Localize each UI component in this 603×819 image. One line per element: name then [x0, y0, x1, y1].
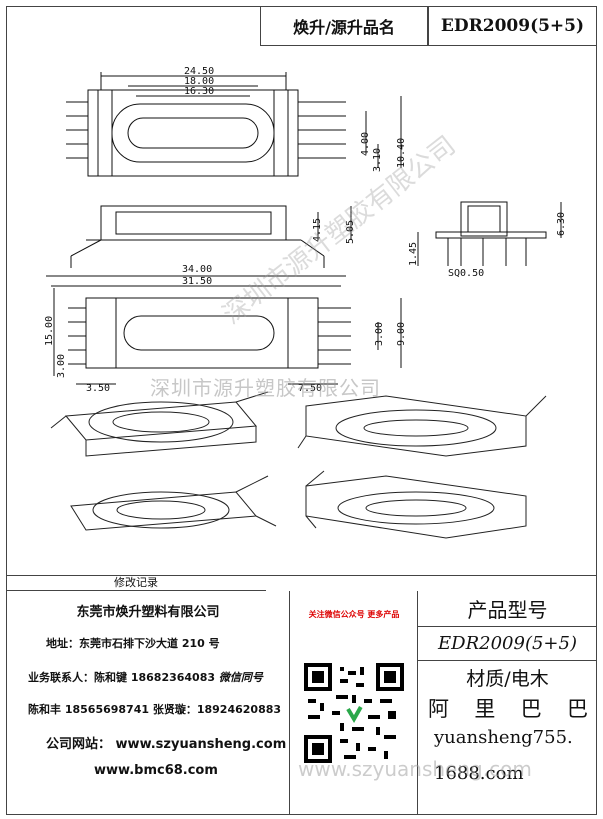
alibaba-label: 阿 里 巴 巴 — [428, 693, 588, 723]
footer-qr-block: 关注微信公众号 更多产品 — [290, 591, 418, 815]
website-label: 公司网站： — [46, 737, 112, 752]
technical-drawing: 24.50 18.00 16.30 4.00 10.40 3.10 4.15 5… — [44, 66, 567, 539]
dim-bottom-k: 34.00 — [182, 264, 212, 275]
front-view — [70, 205, 352, 268]
dim-top-a: 24.50 — [184, 66, 214, 77]
contact-1-text: 业务联系人：陈和键 18682364083 — [28, 671, 216, 684]
alibaba-char-4: 巴 — [566, 697, 588, 721]
dim-side-i: 6.30 — [556, 212, 567, 236]
product-name-label: 焕升/源升品名 — [260, 6, 428, 46]
dim-bottom-o: 3.00 — [374, 322, 385, 346]
address: 地址：东莞市石排下沙大道 210 号 — [46, 637, 220, 650]
dim-bottom-n: 9.00 — [396, 322, 407, 346]
contact-1-note: 微信同号 — [218, 671, 263, 684]
isometric-views — [50, 391, 547, 539]
material: 材质/电木 — [466, 667, 549, 690]
wechat-note: 关注微信公众号 更多产品 — [308, 610, 400, 619]
revision-record-label: 修改记录 — [6, 575, 266, 591]
qr-code-icon — [304, 663, 404, 763]
dim-top-e: 10.40 — [396, 138, 407, 168]
alibaba-char-3: 巴 — [520, 697, 542, 721]
website-link-2[interactable]: www.bmc68.com — [94, 763, 218, 778]
shop-url-line-2[interactable]: 1688.com — [434, 763, 524, 784]
contact-1: 业务联系人：陈和键 18682364083 微信同号 — [28, 669, 263, 685]
watermark-footer: www.szyuansheng.com — [298, 757, 532, 781]
dim-bottom-p: 3.00 — [56, 354, 67, 378]
revision-divider — [266, 575, 597, 576]
footer-company-block: 东莞市焕升塑料有限公司 地址：东莞市石排下沙大道 210 号 业务联系人：陈和键… — [6, 591, 290, 815]
bottom-view — [46, 275, 402, 385]
dim-top-d: 4.00 — [360, 132, 371, 156]
product-type-label: 产品型号 — [418, 591, 597, 627]
dim-front-g: 4.15 — [312, 218, 323, 242]
dim-side-j: 1.45 — [408, 242, 419, 266]
dim-top-b: 18.00 — [184, 76, 214, 87]
product-type-value: EDR2009(5+5) — [418, 627, 597, 661]
top-view — [66, 72, 402, 177]
dim-bottom-l: 31.50 — [182, 276, 212, 287]
website-link[interactable]: www.szyuansheng.com — [115, 737, 287, 752]
watermark-main: 深圳市源升塑胶有限公司 — [150, 376, 381, 400]
dim-front-h: 5.05 — [345, 220, 356, 244]
alibaba-char-1: 阿 — [428, 697, 449, 721]
side-view — [417, 201, 562, 266]
dim-bottom-r: 7.50 — [298, 383, 322, 394]
header-model: EDR2009(5+5) — [428, 6, 597, 46]
contact-2: 陈和丰 18565698741 张贤璇：18924620883 — [28, 703, 282, 716]
alibaba-char-2: 里 — [474, 697, 496, 721]
dim-bottom-m: 15.00 — [44, 316, 55, 346]
company-name: 东莞市焕升塑料有限公司 — [76, 605, 220, 620]
dim-side-pin: SQ0.50 — [448, 268, 484, 279]
dim-top-f: 3.10 — [372, 148, 383, 172]
dim-bottom-q: 3.50 — [86, 383, 110, 394]
dim-top-c: 16.30 — [184, 86, 214, 97]
footer-product-block: 产品型号 EDR2009(5+5) 材质/电木 阿 里 巴 巴 yuanshen… — [418, 591, 597, 815]
website-line: 公司网站： www.szyuansheng.com — [46, 733, 286, 752]
shop-url-line-1[interactable]: yuansheng755. — [434, 727, 573, 748]
